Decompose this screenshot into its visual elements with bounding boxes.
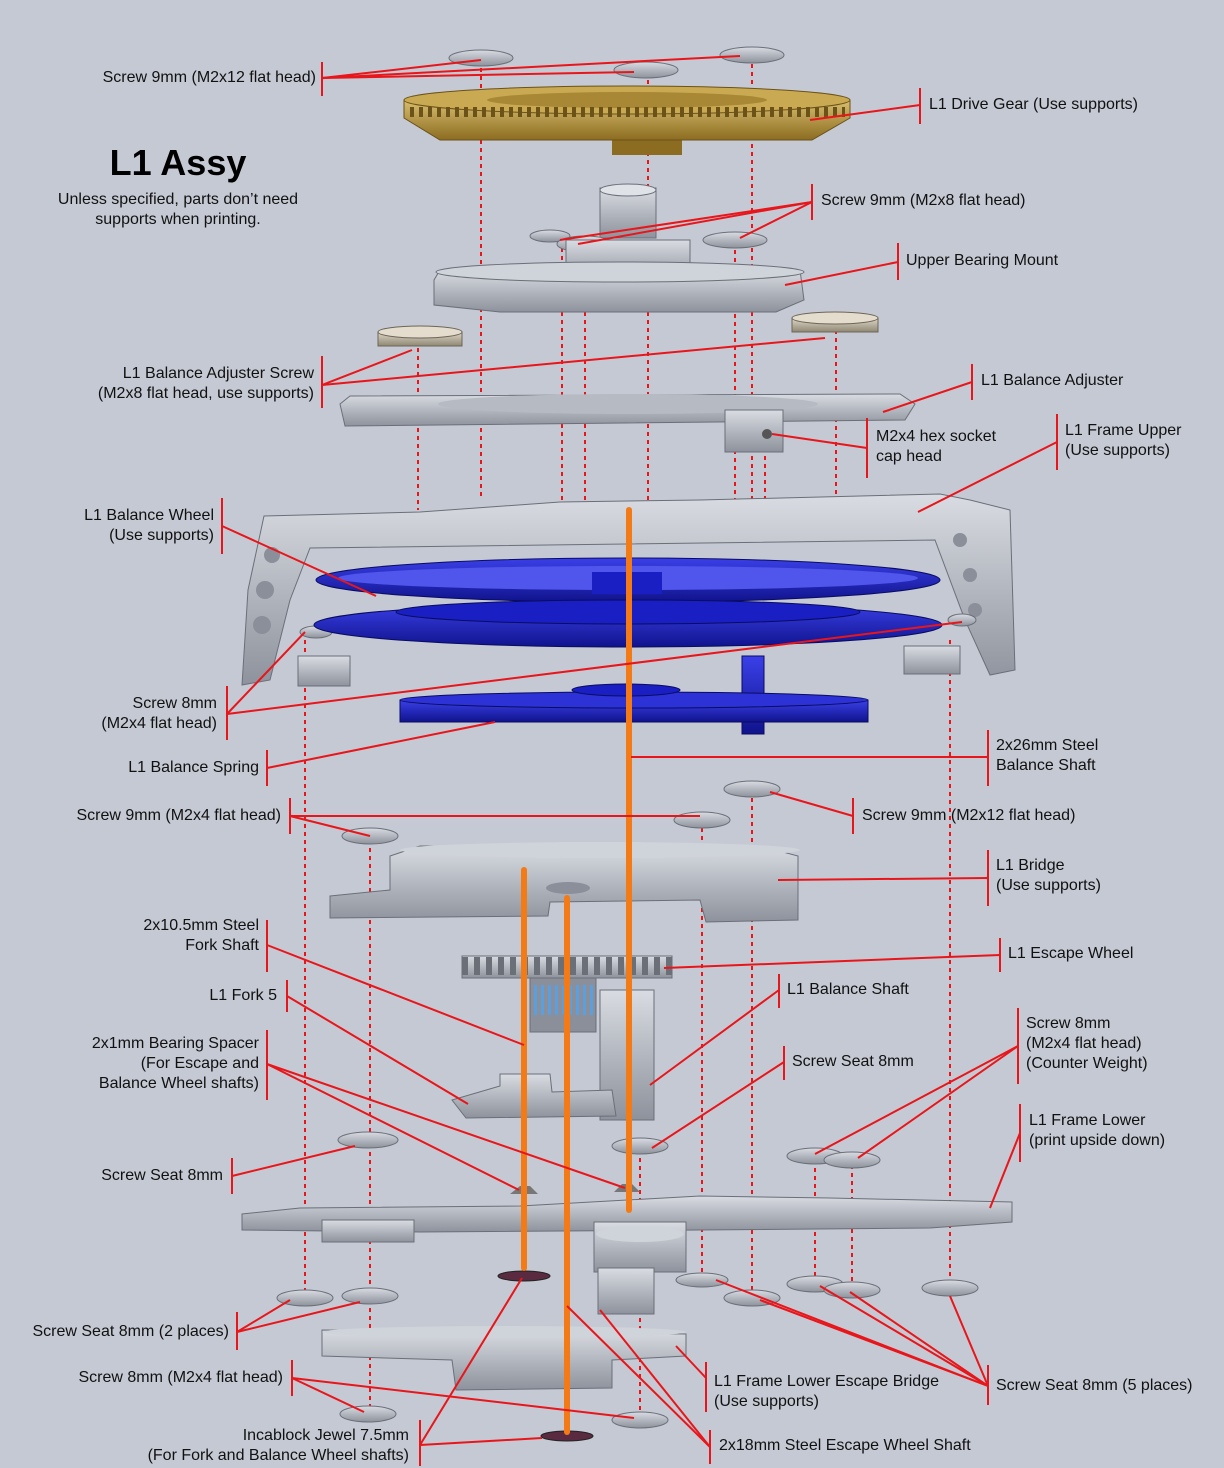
label-jewel-line2: (For Fork and Balance Wheel shafts) <box>147 1447 409 1464</box>
label-screw-seat-8-left: Screw Seat 8mm <box>101 1167 223 1184</box>
label-counter-weight-line2: (M2x4 flat head) <box>1026 1035 1142 1052</box>
adjuster-screws <box>377 311 879 347</box>
label-spacer-line3: Balance Wheel shafts) <box>98 1075 259 1092</box>
spacers-seats <box>337 1131 881 1194</box>
bottom-parts <box>339 1405 669 1442</box>
label-balance-shaft-26-line1: 2x26mm Steel <box>996 737 1099 754</box>
label-escape-wheel: L1 Escape Wheel <box>1008 945 1134 962</box>
frame-lower <box>241 1195 1013 1315</box>
label-adjuster-screw-line1: L1 Balance Adjuster Screw <box>122 365 314 382</box>
screws-mid <box>341 780 781 845</box>
label-balance-adjuster: L1 Balance Adjuster <box>981 372 1124 389</box>
label-balance-wheel-line2: (Use supports) <box>109 527 214 544</box>
page-title: L1 Assy <box>109 142 247 183</box>
label-frame-lower-line2: (print upside down) <box>1029 1132 1166 1149</box>
escape-wheel-fork <box>451 955 673 1121</box>
label-balance-shaft: L1 Balance Shaft <box>787 981 909 998</box>
page-subtitle: Unless specified, parts don’t need suppo… <box>58 190 298 230</box>
label-screw-9-m2x8: Screw 9mm (M2x8 flat head) <box>821 192 1026 209</box>
label-counter-weight-line1: Screw 8mm <box>1026 1015 1111 1032</box>
label-upper-bearing-mount: Upper Bearing Mount <box>906 252 1059 269</box>
label-screw-seat-2-places: Screw Seat 8mm (2 places) <box>32 1323 229 1340</box>
drive-gear <box>403 85 851 155</box>
label-balance-spring: L1 Balance Spring <box>128 759 259 776</box>
label-escape-shaft: 2x18mm Steel Escape Wheel Shaft <box>719 1437 971 1454</box>
label-screw-9-m2x4: Screw 9mm (M2x4 flat head) <box>76 807 281 824</box>
subtitle-line-1: Unless specified, parts don’t need <box>57 191 299 208</box>
label-screw-9-m2x12-mid: Screw 9mm (M2x12 flat head) <box>862 807 1076 824</box>
label-drive-gear: L1 Drive Gear (Use supports) <box>929 96 1138 113</box>
frame-upper <box>241 493 1016 687</box>
label-balance-wheel-line1: L1 Balance Wheel <box>84 507 214 524</box>
label-bridge-line2: (Use supports) <box>996 877 1101 894</box>
label-spacer-line1: 2x1mm Bearing Spacer <box>91 1035 259 1052</box>
label-screw-8-bottom: Screw 8mm (M2x4 flat head) <box>78 1369 283 1386</box>
label-hex-screw-line2: cap head <box>876 448 942 465</box>
label-jewel-line1: Incablock Jewel 7.5mm <box>242 1427 409 1444</box>
label-fork-shaft-line1: 2x10.5mm Steel <box>143 917 259 934</box>
label-fork-shaft-line2: Fork Shaft <box>185 937 259 954</box>
upper-bearing-mount <box>433 183 805 313</box>
label-adjuster-screw-line2: (M2x8 flat head, use supports) <box>97 385 314 402</box>
steel-shafts <box>521 507 632 1435</box>
label-counter-weight-line3: (Counter Weight) <box>1026 1055 1148 1072</box>
label-screw-9-m2x12-top: Screw 9mm (M2x12 flat head) <box>102 69 316 86</box>
label-lower-escape-bridge-line1: L1 Frame Lower Escape Bridge <box>714 1373 939 1390</box>
label-frame-upper-line1: L1 Frame Upper <box>1065 422 1182 439</box>
screws-top <box>448 46 785 79</box>
bridge <box>329 842 800 923</box>
label-hex-screw-line1: M2x4 hex socket <box>876 428 997 445</box>
label-screw-seat-8-right: Screw Seat 8mm <box>792 1053 914 1070</box>
label-bridge-line1: L1 Bridge <box>996 857 1065 874</box>
balance-adjuster <box>339 393 916 453</box>
lower-escape-bridge <box>321 1326 687 1391</box>
label-lower-escape-bridge-line2: (Use supports) <box>714 1393 819 1410</box>
subtitle-line-2: supports when printing. <box>95 211 261 228</box>
label-frame-lower-line1: L1 Frame Lower <box>1029 1112 1146 1129</box>
label-screw-8-line1: Screw 8mm <box>132 695 217 712</box>
label-fork: L1 Fork 5 <box>209 987 277 1004</box>
balance-spring <box>399 655 869 735</box>
label-screw-8-line2: (M2x4 flat head) <box>101 715 217 732</box>
label-balance-shaft-26-line2: Balance Shaft <box>996 757 1096 774</box>
label-frame-upper-line2: (Use supports) <box>1065 442 1170 459</box>
leader-lines <box>221 55 1058 1466</box>
label-spacer-line2: (For Escape and <box>140 1055 259 1072</box>
label-screw-seat-5-places: Screw Seat 8mm (5 places) <box>996 1377 1193 1394</box>
